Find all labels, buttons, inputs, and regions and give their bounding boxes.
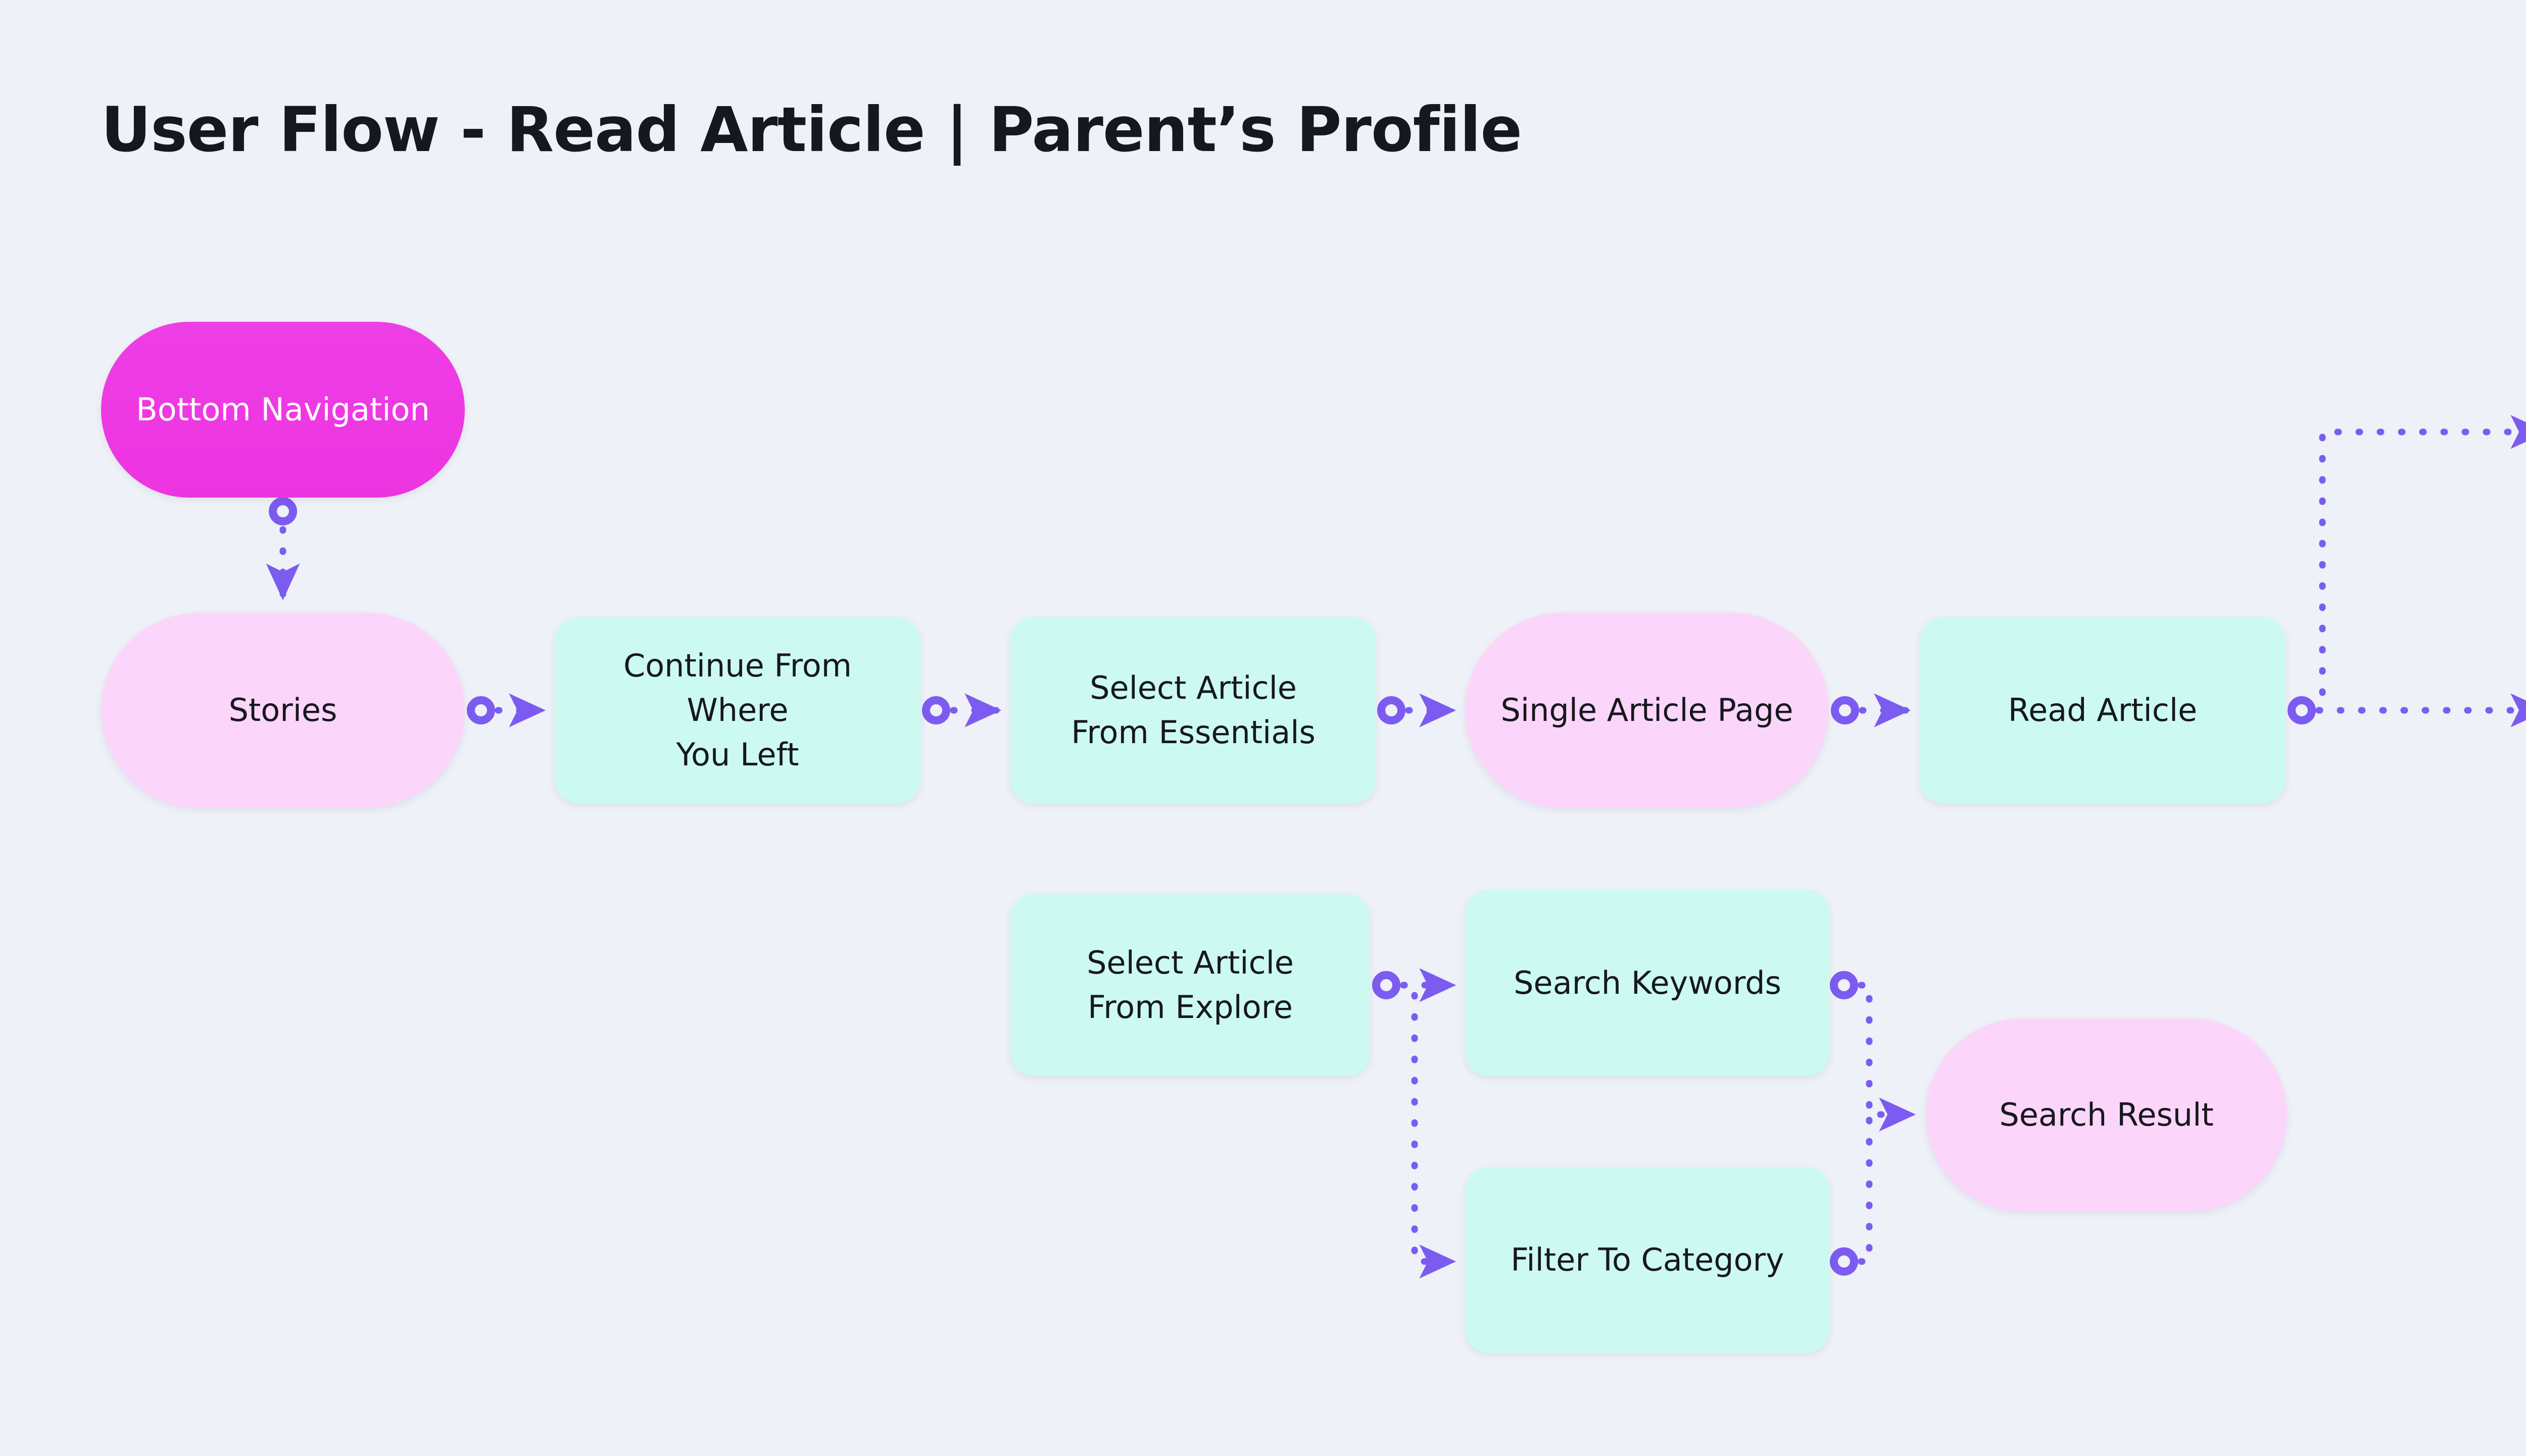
node-select-article-from-essentials[interactable]: Select Article From Essentials (1010, 617, 1376, 803)
edge-source-dot (1377, 696, 1405, 724)
page-title: User Flow - Read Article | Parent’s Prof… (101, 94, 1522, 166)
edge-explore-to-filter-to-category (1400, 982, 1456, 1279)
edge-search-keywords-to-search-result (1858, 982, 1916, 1132)
edge-source-dot (269, 497, 297, 525)
node-label: Stories (228, 691, 337, 729)
edge-source-dot (922, 696, 950, 724)
edge-read-article-to-quit (2315, 415, 2526, 714)
node-label: Search Result (1999, 1096, 2214, 1133)
node-continue-from-where-you-left[interactable]: Continue From Where You Left (555, 617, 920, 803)
node-stories-entry[interactable]: Stories (101, 613, 465, 808)
node-label: Read Article (2008, 691, 2198, 729)
node-bottom-navigation[interactable]: Bottom Navigation (101, 322, 465, 498)
node-single-article-page[interactable]: Single Article Page (1465, 613, 1829, 808)
node-select-article-from-explore[interactable]: Select Article From Explore (1010, 894, 1370, 1076)
node-label: Filter To Category (1511, 1241, 1784, 1278)
node-label: Select Article From Explore (1087, 944, 1294, 1026)
edge-source-dot (467, 696, 495, 724)
node-search-result[interactable]: Search Result (1926, 1018, 2287, 1211)
node-search-keywords[interactable]: Search Keywords (1465, 890, 1830, 1076)
edge-source-dot (2288, 696, 2316, 724)
node-label: Single Article Page (1500, 691, 1793, 729)
edge-filter-to-category-to-search-result (1858, 1113, 1873, 1265)
edge-source-dot (1830, 1247, 1858, 1276)
node-label: Bottom Navigation (136, 391, 430, 428)
edge-source-dot (1372, 971, 1400, 999)
edge-source-dot (1830, 971, 1858, 999)
node-filter-to-category[interactable]: Filter To Category (1465, 1167, 1830, 1353)
node-read-article[interactable]: Read Article (1920, 617, 2286, 803)
node-label: Search Keywords (1514, 964, 1781, 1001)
node-label: Continue From Where You Left (623, 647, 852, 773)
edge-source-dot (1831, 696, 1859, 724)
node-label: Select Article From Essentials (1071, 669, 1316, 751)
